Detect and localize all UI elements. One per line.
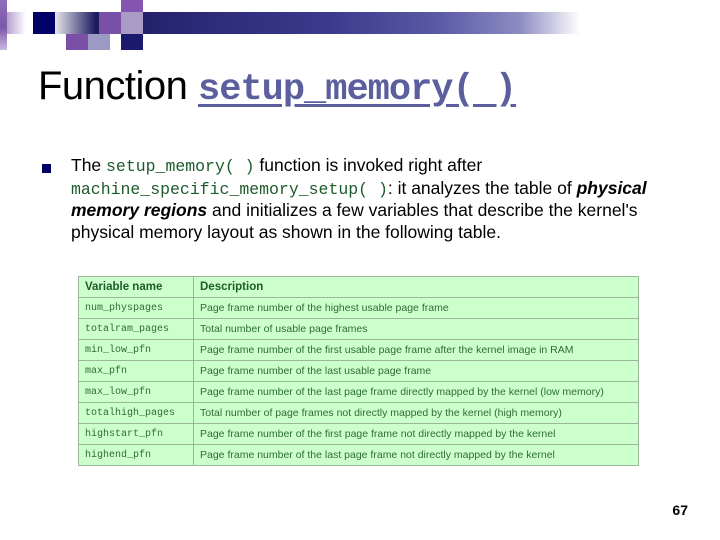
table-header-row: Variable name Description bbox=[78, 276, 639, 298]
deco-square-periwinkle bbox=[88, 34, 110, 50]
cell-variable-name: num_physpages bbox=[78, 297, 194, 319]
memory-variables-table: Variable name Description num_physpages … bbox=[78, 276, 639, 466]
cell-variable-name: highstart_pfn bbox=[78, 423, 194, 445]
bullet-emphasis-physical-memory-regions: physical memory regions bbox=[71, 177, 647, 221]
bullet-code-machine-specific-memory-setup: machine_specific_memory_setup( ) bbox=[71, 179, 388, 199]
cell-variable-name: totalram_pages bbox=[78, 318, 194, 340]
table-row: highend_pfn Page frame number of the las… bbox=[78, 444, 639, 466]
table-row: max_pfn Page frame number of the last us… bbox=[78, 360, 639, 382]
cell-description: Total number of page frames not directly… bbox=[193, 402, 639, 424]
body-content: The setup_memory( ) function is invoked … bbox=[42, 155, 682, 243]
table-row: highstart_pfn Page frame number of the f… bbox=[78, 423, 639, 445]
cell-variable-name: max_low_pfn bbox=[78, 381, 194, 403]
page-number: 67 bbox=[672, 502, 688, 518]
cell-description: Page frame number of the last page frame… bbox=[193, 444, 639, 466]
cell-description: Page frame number of the last usable pag… bbox=[193, 360, 639, 382]
bullet-item: The setup_memory( ) function is invoked … bbox=[42, 155, 682, 243]
cell-description: Page frame number of the first page fram… bbox=[193, 423, 639, 445]
table-row: min_low_pfn Page frame number of the fir… bbox=[78, 339, 639, 361]
deco-square-navy bbox=[33, 12, 55, 34]
left-accent-stripe bbox=[0, 0, 7, 50]
slide-title: Function setup_memory( ) bbox=[38, 64, 688, 111]
title-code-text: setup_memory( ) bbox=[198, 69, 517, 111]
table-row: max_low_pfn Page frame number of the las… bbox=[78, 381, 639, 403]
column-header-description: Description bbox=[193, 276, 639, 298]
table-row: totalram_pages Total number of usable pa… bbox=[78, 318, 639, 340]
gradient-bar bbox=[0, 12, 720, 34]
title-plain-text: Function bbox=[38, 64, 199, 108]
deco-square-darknavy bbox=[121, 34, 143, 50]
deco-square-purple bbox=[99, 12, 121, 34]
cell-variable-name: max_pfn bbox=[78, 360, 194, 382]
deco-square-top bbox=[121, 0, 143, 12]
table-row: num_physpages Page frame number of the h… bbox=[78, 297, 639, 319]
memory-variables-table-wrapper: Variable name Description num_physpages … bbox=[78, 276, 639, 466]
deco-square-purple-2 bbox=[66, 34, 88, 50]
slide-header-decoration bbox=[0, 0, 720, 50]
bullet-seg-0: The bbox=[71, 155, 107, 175]
cell-description: Page frame number of the first usable pa… bbox=[193, 339, 639, 361]
bullet-seg-2: function is invoked right after bbox=[254, 155, 483, 175]
cell-variable-name: min_low_pfn bbox=[78, 339, 194, 361]
bullet-seg-4: : it analyzes the table of bbox=[387, 177, 577, 198]
bullet-paragraph: The setup_memory( ) function is invoked … bbox=[71, 155, 682, 243]
cell-variable-name: totalhigh_pages bbox=[78, 402, 194, 424]
square-bullet-icon bbox=[42, 164, 51, 173]
cell-description: Total number of usable page frames bbox=[193, 318, 639, 340]
deco-square-lavender bbox=[121, 12, 143, 34]
cell-description: Page frame number of the highest usable … bbox=[193, 297, 639, 319]
bullet-code-setup-memory: setup_memory( ) bbox=[106, 157, 255, 176]
table-row: totalhigh_pages Total number of page fra… bbox=[78, 402, 639, 424]
bullet-seg-6: and initializes a few variables that des… bbox=[71, 200, 638, 242]
cell-variable-name: highend_pfn bbox=[78, 444, 194, 466]
column-header-variable-name: Variable name bbox=[78, 276, 194, 298]
cell-description: Page frame number of the last page frame… bbox=[193, 381, 639, 403]
